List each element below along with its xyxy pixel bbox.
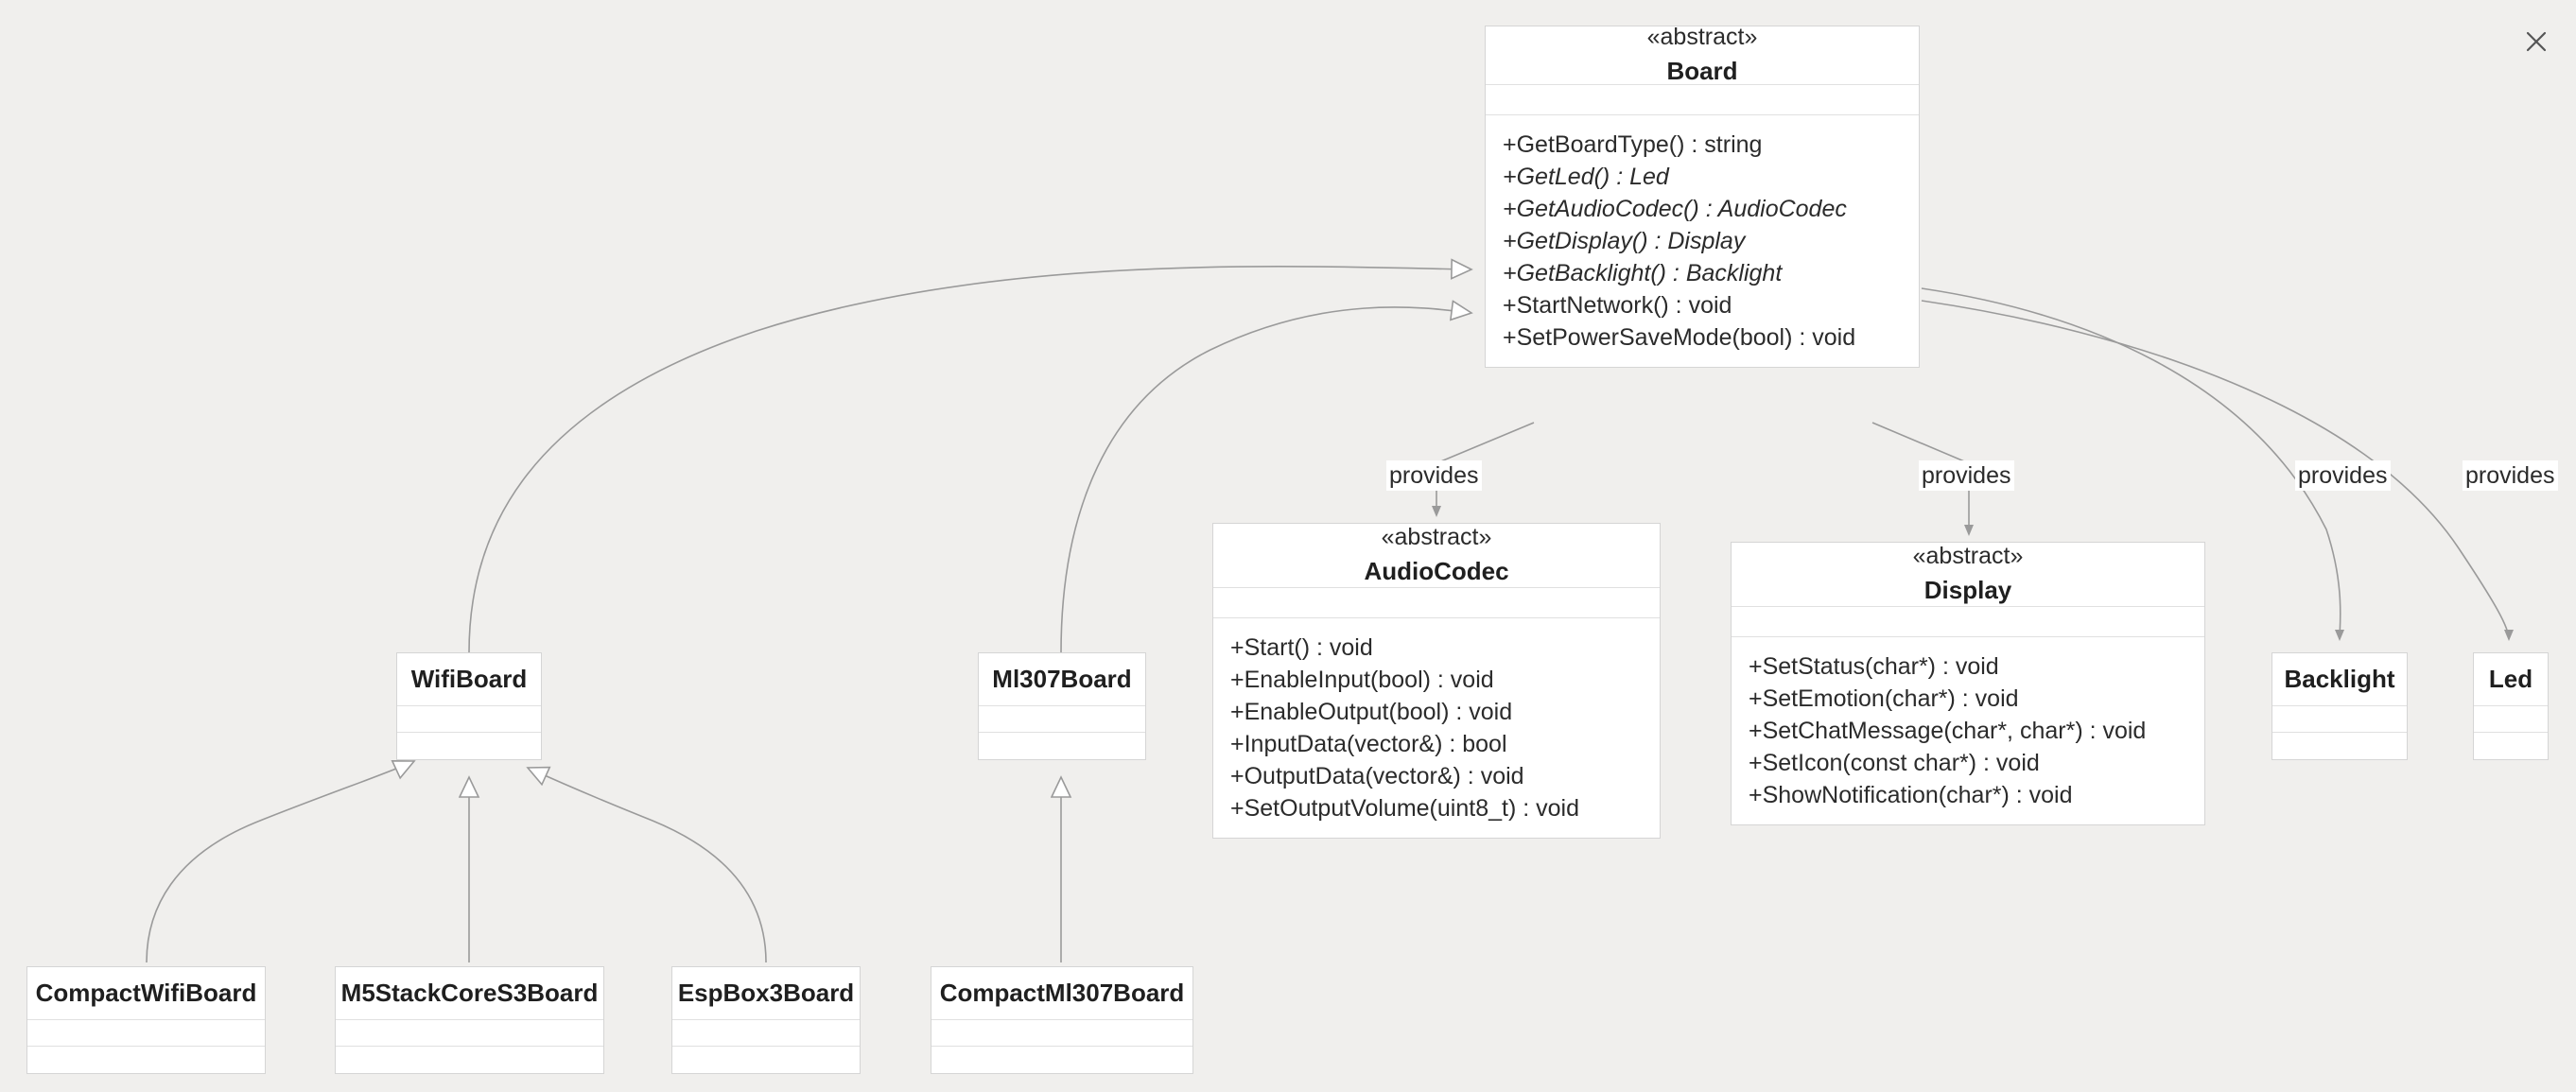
method-row: +GetLed() : Led bbox=[1503, 164, 1669, 190]
attributes-compartment-ml307board bbox=[979, 706, 1145, 733]
methods-compartment-m5stackcores3board bbox=[336, 1047, 603, 1073]
class-node-compactwifiboard[interactable]: CompactWifiBoard bbox=[26, 966, 266, 1074]
methods-compartment-compactwifiboard bbox=[27, 1047, 265, 1073]
method-row: +SetPowerSaveMode(bool) : void bbox=[1503, 324, 1856, 351]
methods-compartment-compactml307board bbox=[931, 1047, 1192, 1073]
node-header-wifiboard: WifiBoard bbox=[397, 653, 541, 706]
method-row: +SetChatMessage(char*, char*) : void bbox=[1749, 718, 2147, 744]
method-row: +OutputData(vector&) : void bbox=[1230, 763, 1524, 789]
node-header-led: Led bbox=[2474, 653, 2548, 706]
attributes-compartment-wifiboard bbox=[397, 706, 541, 733]
methods-compartment-led bbox=[2474, 733, 2548, 759]
method-row: +GetAudioCodec() : AudioCodec bbox=[1503, 196, 1847, 222]
node-header-ml307board: Ml307Board bbox=[979, 653, 1145, 706]
methods-compartment-backlight bbox=[2272, 733, 2407, 759]
method-row: +SetOutputVolume(uint8_t) : void bbox=[1230, 795, 1579, 822]
attributes-compartment-led bbox=[2474, 706, 2548, 733]
attributes-compartment-m5stackcores3board bbox=[336, 1020, 603, 1047]
methods-compartment-ml307board bbox=[979, 733, 1145, 759]
attributes-compartment-display bbox=[1732, 607, 2204, 637]
class-node-backlight[interactable]: Backlight bbox=[2271, 652, 2408, 760]
class-node-espbox3board[interactable]: EspBox3Board bbox=[671, 966, 861, 1074]
method-row: +ShowNotification(char*) : void bbox=[1749, 782, 2073, 808]
class-name-label: Backlight bbox=[2284, 665, 2395, 694]
class-node-board[interactable]: «abstract» Board +GetBoardType() : strin… bbox=[1485, 24, 1920, 368]
class-node-audiocodec[interactable]: «abstract» AudioCodec +Start() : void +E… bbox=[1212, 523, 1661, 839]
class-name-label: WifiBoard bbox=[410, 665, 528, 694]
node-header-compactwifiboard: CompactWifiBoard bbox=[27, 967, 265, 1020]
method-row: +Start() : void bbox=[1230, 634, 1373, 661]
stereotype-label: «abstract» bbox=[1912, 543, 2024, 570]
stereotype-label: «abstract» bbox=[1646, 24, 1758, 51]
class-name-label: Led bbox=[2488, 665, 2533, 694]
edge-compactwifiboard-wifiboard bbox=[146, 761, 414, 963]
node-header-m5stackcores3board: M5StackCoreS3Board bbox=[336, 967, 603, 1020]
edge-label-provides-display: provides bbox=[1919, 460, 2014, 491]
class-node-m5stackcores3board[interactable]: M5StackCoreS3Board bbox=[335, 966, 604, 1074]
attributes-compartment-backlight bbox=[2272, 706, 2407, 733]
method-row: +EnableInput(bool) : void bbox=[1230, 667, 1494, 693]
class-name-label: Ml307Board bbox=[992, 665, 1132, 694]
class-node-compactml307board[interactable]: CompactMl307Board bbox=[931, 966, 1193, 1074]
class-name-label: EspBox3Board bbox=[677, 979, 855, 1008]
method-row: +SetIcon(const char*) : void bbox=[1749, 750, 2040, 776]
method-row: +EnableOutput(bool) : void bbox=[1230, 699, 1513, 725]
node-header-board: «abstract» Board bbox=[1486, 24, 1919, 86]
class-name-label: Display bbox=[1923, 576, 2012, 605]
stereotype-label: «abstract» bbox=[1381, 524, 1492, 551]
node-header-espbox3board: EspBox3Board bbox=[672, 967, 860, 1020]
edge-espbox3board-wifiboard bbox=[528, 768, 767, 963]
edge-label-provides-backlight: provides bbox=[2295, 460, 2391, 491]
node-header-compactml307board: CompactMl307Board bbox=[931, 967, 1192, 1020]
class-name-label: M5StackCoreS3Board bbox=[340, 979, 599, 1008]
class-name-label: CompactMl307Board bbox=[939, 979, 1185, 1008]
methods-compartment-audiocodec: +Start() : void +EnableInput(bool) : voi… bbox=[1213, 618, 1660, 838]
attributes-compartment-compactwifiboard bbox=[27, 1020, 265, 1047]
methods-compartment-board: +GetBoardType() : string +GetLed() : Led… bbox=[1486, 115, 1919, 367]
method-row: +GetBoardType() : string bbox=[1503, 131, 1763, 158]
methods-compartment-espbox3board bbox=[672, 1047, 860, 1073]
method-row: +SetEmotion(char*) : void bbox=[1749, 685, 2019, 712]
class-name-label: AudioCodec bbox=[1364, 557, 1509, 586]
edge-label-provides-audiocodec: provides bbox=[1386, 460, 1482, 491]
class-name-label: CompactWifiBoard bbox=[35, 979, 257, 1008]
attributes-compartment-board bbox=[1486, 85, 1919, 115]
attributes-compartment-audiocodec bbox=[1213, 588, 1660, 618]
method-row: +GetDisplay() : Display bbox=[1503, 228, 1746, 254]
method-row: +StartNetwork() : void bbox=[1503, 292, 1732, 319]
class-node-wifiboard[interactable]: WifiBoard bbox=[396, 652, 542, 760]
node-header-display: «abstract» Display bbox=[1732, 543, 2204, 607]
method-row: +GetBacklight() : Backlight bbox=[1503, 260, 1783, 286]
class-name-label: Board bbox=[1666, 57, 1738, 86]
methods-compartment-display: +SetStatus(char*) : void +SetEmotion(cha… bbox=[1732, 637, 2204, 824]
close-icon bbox=[2526, 31, 2547, 52]
node-header-audiocodec: «abstract» AudioCodec bbox=[1213, 524, 1660, 588]
edge-label-provides-led: provides bbox=[2463, 460, 2558, 491]
class-node-display[interactable]: «abstract» Display +SetStatus(char*) : v… bbox=[1731, 542, 2205, 825]
node-header-backlight: Backlight bbox=[2272, 653, 2407, 706]
attributes-compartment-espbox3board bbox=[672, 1020, 860, 1047]
method-row: +InputData(vector&) : bool bbox=[1230, 731, 1507, 757]
method-row: +SetStatus(char*) : void bbox=[1749, 653, 1999, 680]
close-button[interactable] bbox=[2517, 23, 2555, 61]
class-node-led[interactable]: Led bbox=[2473, 652, 2549, 760]
methods-compartment-wifiboard bbox=[397, 733, 541, 759]
attributes-compartment-compactml307board bbox=[931, 1020, 1192, 1047]
class-node-ml307board[interactable]: Ml307Board bbox=[978, 652, 1146, 760]
